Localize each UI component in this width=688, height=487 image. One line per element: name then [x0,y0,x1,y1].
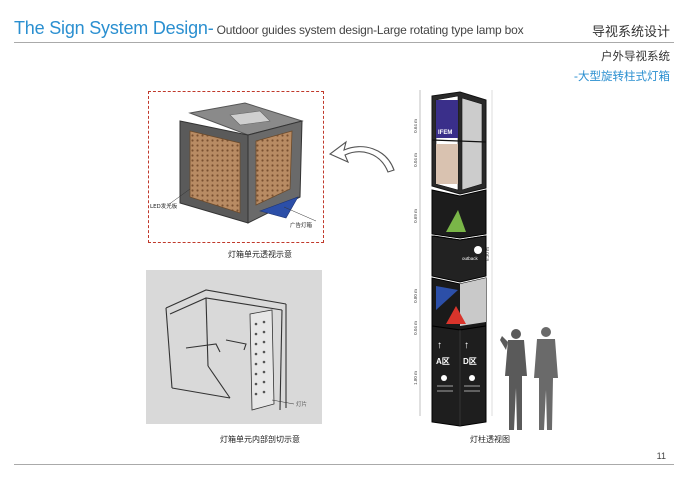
parking-icon-a [441,375,447,381]
dim-080: 0.80 m [413,289,418,303]
footer-divider [14,464,674,465]
title-subtitle: Outdoor guides system design-Large rotat… [213,23,524,37]
caption-cutaway: 灯箱单元内部剖切示意 [220,435,300,444]
sign-zone-d: D区 [463,357,477,366]
caption-tower: 灯柱透视图 [470,435,510,444]
subhead-outdoor: 户外导视系统 [601,49,670,63]
header-divider [14,42,674,43]
cutaway-sketch-drawing: 灯片 [165,289,307,411]
dim-004-top: 0.04 m [413,153,418,167]
label-ad-box: 广告灯箱 [290,221,313,229]
page-header: The Sign System Design- Outdoor guides s… [0,0,688,44]
dim-630: 6.30 m [485,247,490,261]
dim-069: 0.69 m [413,209,418,223]
page-number: 11 [656,451,666,461]
label-led-panel: LED发光板 [150,202,178,210]
dim-004-bottom: 0.04 m [413,321,418,335]
parking-icon-d [469,375,475,381]
dim-180: 1.80 m [413,371,418,385]
dim-064: 0.64 m [413,119,418,133]
lamp-tower-figure: 0.64 m 0.04 m 0.69 m 6.30 m 0.80 m 0.04 … [413,90,493,427]
page-title: The Sign System Design- Outdoor guides s… [14,18,524,39]
label-lamp-sheet: 灯片 [296,400,307,408]
arrow-up-d-icon: ↑ [464,340,469,351]
people-silhouettes [500,327,558,430]
brand-ifem: IFEM [438,130,452,136]
figure-frame-dashed [148,91,324,243]
lampbox-perspective-figure: LED发光板 广告灯箱 [150,102,317,229]
section-title-cn: 导视系统设计 [591,25,670,40]
pointer-arrow-icon [328,140,395,173]
cutaway-sketch-figure: 灯片 [146,270,322,424]
arrow-up-a-icon: ↑ [437,340,442,351]
subhead-lampbox: -大型旋转柱式灯箱 [573,69,670,83]
sign-zone-a: A区 [436,357,450,366]
brand-outback: outback [462,256,479,261]
title-text: The Sign System Design- [14,18,214,38]
caption-lampbox-perspective: 灯箱单元透视示意 [228,250,292,259]
